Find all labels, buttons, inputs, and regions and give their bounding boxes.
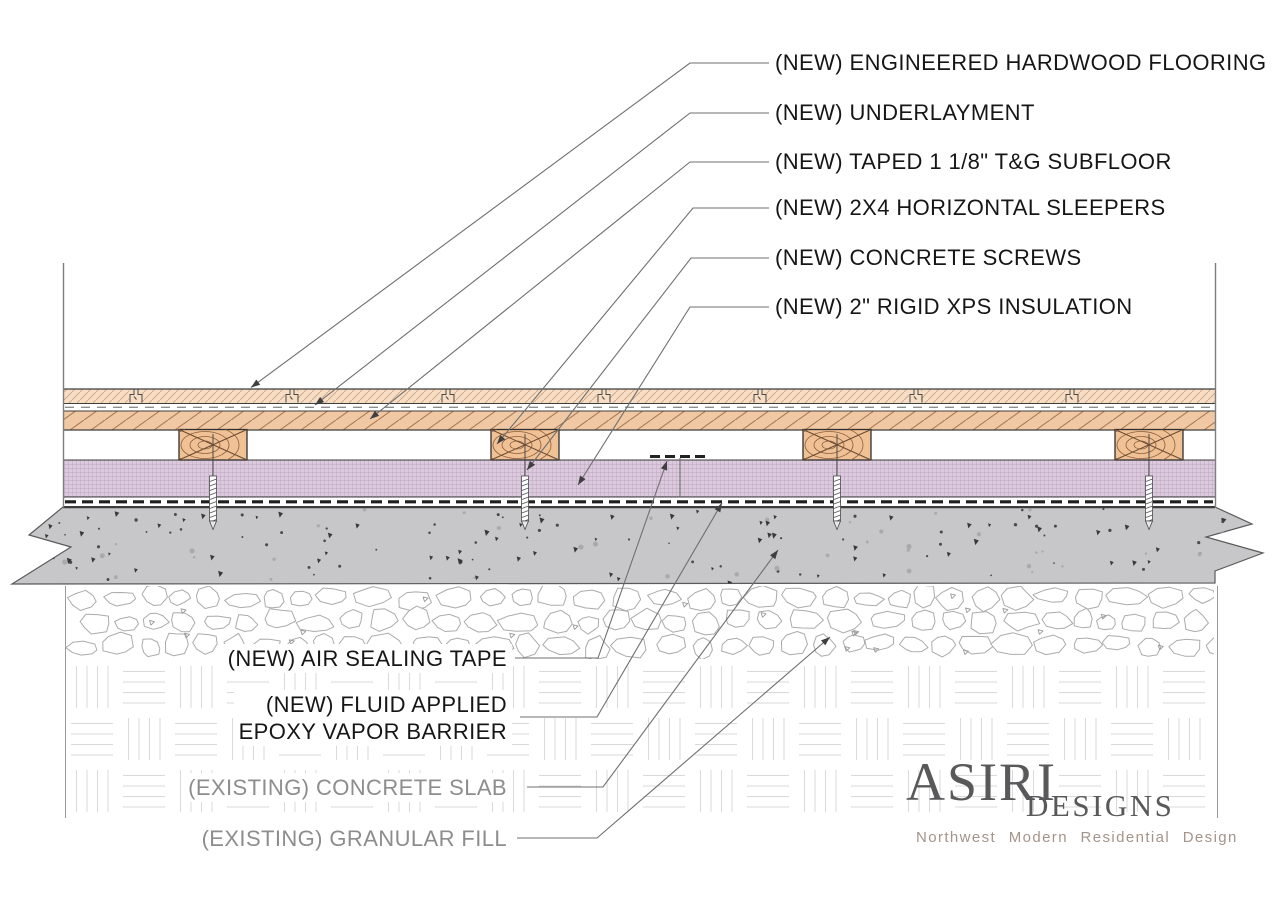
logo-tagline: Northwest Modern Residential Design <box>916 829 1238 846</box>
tongue-groove-joint <box>129 390 141 403</box>
callout-sleepers: (NEW) 2X4 HORIZONTAL SLEEPERS <box>775 195 1166 220</box>
sleeper-block <box>490 428 560 461</box>
hardwood-flooring-layer <box>63 388 1215 404</box>
callout-vapor-barrier-line2: EPOXY VAPOR BARRIER <box>238 719 507 744</box>
tongue-groove-joint <box>597 390 609 403</box>
tongue-groove-joint <box>753 390 765 403</box>
callout-xps-insulation: (NEW) 2" RIGID XPS INSULATION <box>775 294 1133 319</box>
tongue-groove-joint <box>1065 390 1077 403</box>
callout-hardwood-flooring: (NEW) ENGINEERED HARDWOOD FLOORING <box>775 50 1267 75</box>
section-boundary-lines <box>62 263 1218 818</box>
xps-insulation-layer <box>63 458 1215 498</box>
callout-vapor-barrier-line1: (NEW) FLUID APPLIED <box>265 692 507 717</box>
sleeper-block <box>1114 428 1184 461</box>
callout-underlayment: (NEW) UNDERLAYMENT <box>775 100 1035 125</box>
concrete-screw <box>832 434 842 531</box>
tongue-groove-joint <box>441 390 453 403</box>
callout-concrete-slab: (EXISTING) CONCRETE SLAB <box>183 773 512 802</box>
subfloor-layer <box>63 410 1215 431</box>
callout-concrete-screws: (NEW) CONCRETE SCREWS <box>775 245 1082 270</box>
tongue-groove-joint <box>909 390 921 403</box>
callout-air-sealing-tape: (NEW) AIR SEALING TAPE <box>222 644 512 673</box>
concrete-slab-layer <box>9 506 1265 585</box>
leader-lines <box>250 62 831 839</box>
callout-vapor-barrier: (NEW) FLUID APPLIED EPOXY VAPOR BARRIER <box>233 690 512 746</box>
callout-subfloor: (NEW) TAPED 1 1/8" T&G SUBFLOOR <box>775 149 1172 174</box>
logo-asiri: ASIRI <box>906 752 1058 812</box>
concrete-screw <box>1144 434 1154 531</box>
sleeper-block <box>178 428 248 461</box>
logo-designs: DESIGNS <box>1026 788 1175 823</box>
gravel-stones <box>66 586 1214 659</box>
sleeper-block <box>802 428 872 461</box>
callout-granular-fill: (EXISTING) GRANULAR FILL <box>196 824 512 853</box>
tongue-groove-joint <box>285 390 297 403</box>
concrete-screw <box>520 434 530 531</box>
concrete-screw <box>208 434 218 531</box>
